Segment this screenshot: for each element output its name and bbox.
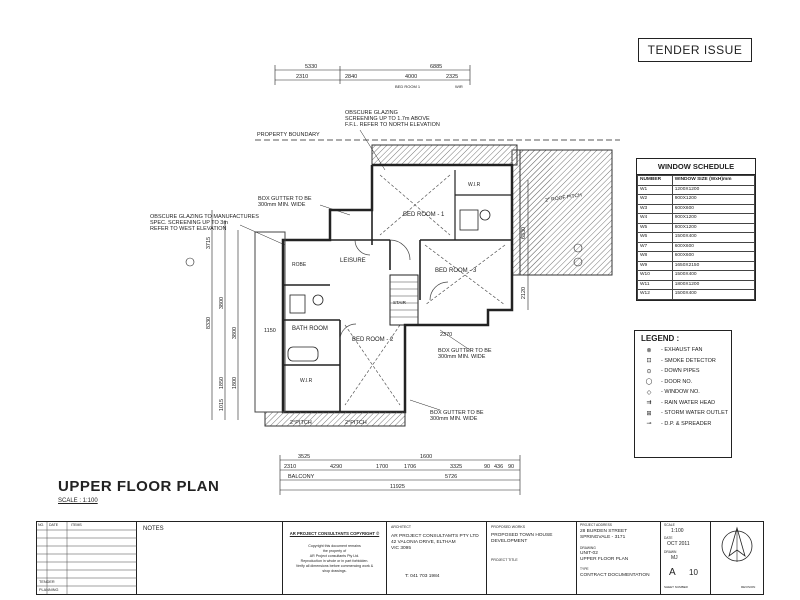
legend-item: ⊗- EXHAUST FAN: [635, 345, 731, 356]
drawing-scale: SCALE : 1:100: [58, 498, 98, 504]
legend-item: ⊸- D.P. & SPREADER: [635, 419, 731, 430]
legend-item: ◇- WINDOW NO.: [635, 387, 731, 398]
door-number-icon: ◯: [645, 379, 653, 386]
north-arrow-icon: [721, 526, 753, 562]
drawing-title: UPPER FLOOR PLAN: [58, 478, 220, 495]
exhaust-fan-icon: ⊗: [646, 347, 652, 354]
tender-issue-stamp: TENDER ISSUE: [638, 38, 752, 62]
revision-table: TENDER PLANNING NO. DATE ITEMS: [37, 522, 137, 594]
storm-water-outlet-icon: ⊞: [646, 410, 652, 417]
scale-date-cell: SCALE 1:100 DATE OCT 2011 DRAWN MJ A 10 …: [661, 522, 711, 594]
legend-title: LEGEND :: [641, 334, 680, 343]
title-block: TENDER PLANNING NO. DATE ITEMS NOTES AR …: [36, 521, 764, 595]
legend-item: ◯- DOOR NO.: [635, 377, 731, 388]
window-schedule-title: WINDOW SCHEDULE: [637, 159, 755, 175]
architect-cell: ARCHITECT AR PROJECT CONSULTAMTS PTY LTD…: [387, 522, 487, 594]
rain-water-head-icon: ⇉: [646, 400, 652, 407]
down-pipe-icon: ⊙: [646, 368, 652, 375]
top-roof-strip: [371, 144, 518, 166]
balcony-slab: [264, 411, 406, 427]
spreader-icon: ⊸: [646, 421, 652, 428]
project-works-cell: PROPOSED WORKS PROPOSED TOWN HOUSE DEVEL…: [487, 522, 577, 594]
notes-cell: NOTES: [137, 522, 283, 594]
copyright-cell: AR PROJECT CONSULTANTS COPYRIGHT © Copyr…: [283, 522, 387, 594]
window-schedule: WINDOW SCHEDULE NUMBER WINDOW SIZE (WxH)…: [636, 158, 756, 301]
window-number-icon: ◇: [646, 389, 652, 396]
ws-header: WINDOW SIZE (WxH)mm: [671, 175, 756, 186]
smoke-detector-icon: ⊡: [646, 358, 652, 365]
legend-item: ⊡- SMOKE DETECTOR: [635, 356, 731, 367]
ws-header: NUMBER: [637, 175, 673, 186]
legend-box: LEGEND : ⊗- EXHAUST FAN ⊡- SMOKE DETECTO…: [634, 330, 732, 458]
legend-item: ⇉- RAIN WATER HEAD: [635, 398, 731, 409]
legend-item: ⊙- DOWN PIPES: [635, 366, 731, 377]
north-arrow-cell: REVISION: [711, 522, 763, 594]
legend-item: ⊞- STORM WATER OUTLET: [635, 408, 731, 419]
outer-walls: [281, 163, 514, 414]
